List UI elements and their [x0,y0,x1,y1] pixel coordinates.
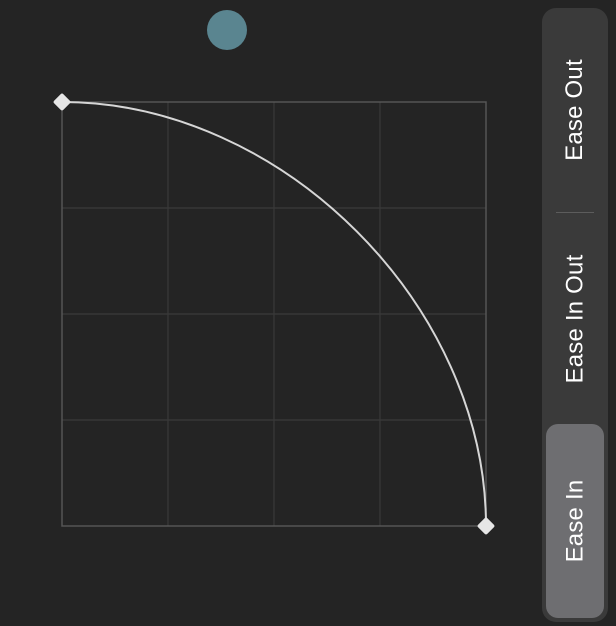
animation-preview-dot [207,10,247,50]
curve-frame [61,101,487,527]
easing-curve-editor [53,93,495,535]
easing-selector: Ease Out Ease In Out Ease In [542,8,608,622]
ease-in-label: Ease In [561,479,589,563]
end-control-handle[interactable] [477,517,495,535]
start-control-handle[interactable] [53,93,71,111]
segment-divider [556,212,594,213]
ease-out-label: Ease Out [561,59,588,161]
ease-in-out-option[interactable]: Ease In Out [546,216,604,422]
ease-in-option[interactable]: Ease In [546,424,604,618]
curve-grid [62,102,486,526]
easing-curve [61,101,487,527]
ease-out-option[interactable]: Ease Out [546,12,604,208]
ease-in-out-label: Ease In Out [561,254,589,384]
